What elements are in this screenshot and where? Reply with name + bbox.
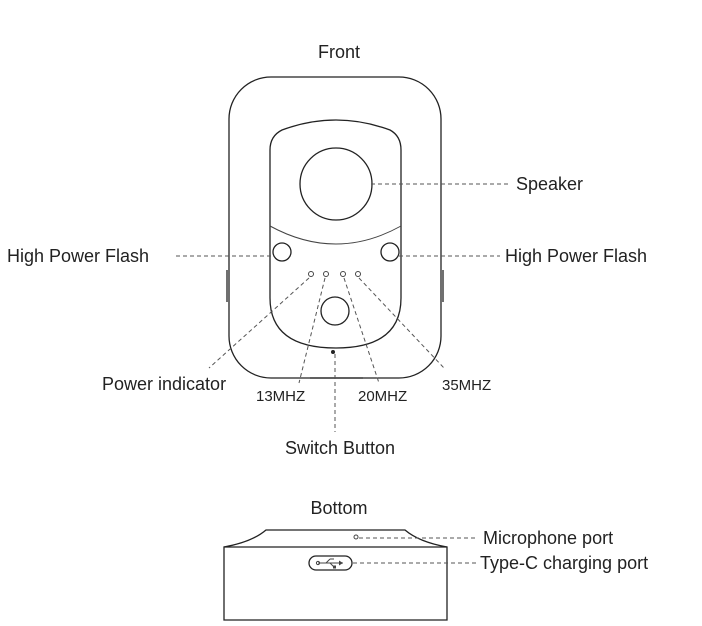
front-title: Front bbox=[318, 42, 360, 62]
device-body bbox=[228, 76, 442, 379]
led-35mhz bbox=[355, 271, 361, 277]
label-20mhz: 20MHZ bbox=[358, 388, 407, 405]
label-speaker: Speaker bbox=[516, 174, 583, 194]
label-flash-left: High Power Flash bbox=[7, 246, 149, 266]
power-indicator-led bbox=[308, 271, 314, 277]
inner-panel bbox=[269, 119, 402, 349]
led-20mhz bbox=[340, 271, 346, 277]
speaker-icon bbox=[299, 147, 373, 221]
flash-right-icon bbox=[380, 242, 400, 262]
label-13mhz: 13MHZ bbox=[256, 388, 305, 405]
label-power-indicator: Power indicator bbox=[102, 374, 226, 394]
bottom-top-edge bbox=[223, 529, 448, 548]
usb-symbol-icon bbox=[315, 558, 343, 569]
label-switch-button: Switch Button bbox=[285, 438, 395, 458]
switch-button-icon bbox=[320, 296, 350, 326]
bottom-body bbox=[223, 546, 448, 621]
label-typec: Type-C charging port bbox=[480, 553, 648, 573]
label-microphone: Microphone port bbox=[483, 528, 613, 548]
bottom-title: Bottom bbox=[310, 498, 367, 518]
leader-power-indicator bbox=[208, 277, 310, 369]
flash-band-curve bbox=[269, 225, 402, 245]
typec-port-icon bbox=[308, 555, 353, 571]
leader-13mhz bbox=[298, 277, 326, 384]
label-flash-right: High Power Flash bbox=[505, 246, 647, 266]
led-13mhz bbox=[323, 271, 329, 277]
microphone-port-icon bbox=[353, 534, 359, 540]
small-dot bbox=[331, 350, 335, 354]
label-35mhz: 35MHZ bbox=[442, 377, 491, 394]
flash-left-icon bbox=[272, 242, 292, 262]
leader-20mhz bbox=[343, 277, 380, 384]
